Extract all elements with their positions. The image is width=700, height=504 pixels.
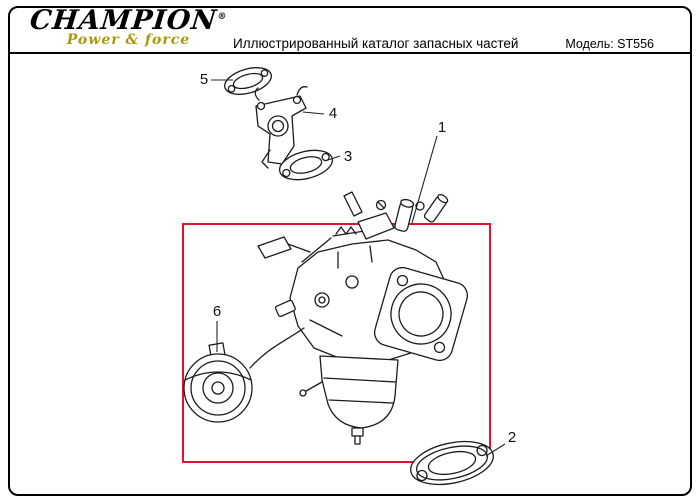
callout-label-3: 3 (344, 148, 352, 165)
part-6-primer-cup (183, 327, 305, 423)
callout-label-6: 6 (213, 303, 221, 320)
part-1-highlight-box (182, 223, 491, 463)
brand-logo: CHAMPION® Power & force (28, 5, 227, 48)
callout-label-5: 5 (200, 71, 208, 88)
leader-2 (485, 443, 506, 457)
header-divider (9, 52, 691, 54)
leader-4 (302, 111, 325, 115)
callout-label-4: 4 (329, 105, 337, 122)
page-title: Иллюстрированный каталог запасных частей (233, 36, 519, 51)
part-4-choke-bracket (254, 86, 308, 169)
callout-label-1: 1 (438, 119, 446, 136)
leader-3 (324, 155, 341, 162)
brand-tagline: Power & force (66, 32, 191, 48)
callout-labels: 1 2 3 4 5 6 (200, 71, 516, 446)
part-1-carburetor (257, 191, 469, 445)
callout-leaders (211, 79, 506, 457)
part-2-gasket (410, 440, 494, 486)
callout-label-2: 2 (508, 429, 516, 446)
part-5-gasket (224, 67, 272, 95)
part-3-gasket (278, 149, 334, 181)
model-label: Модель: ST556 (565, 37, 654, 51)
leader-1 (411, 135, 438, 224)
